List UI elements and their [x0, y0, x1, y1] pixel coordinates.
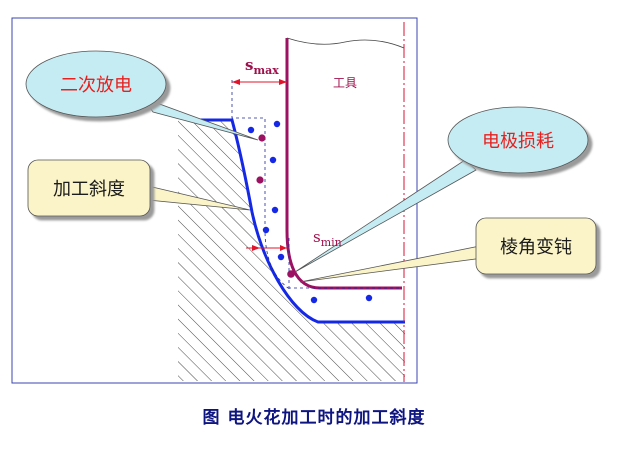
particle	[271, 206, 279, 214]
s-max-arrow-left	[232, 79, 240, 85]
callout-bubble-electrode-wear	[447, 106, 589, 174]
s-min-base: s	[313, 228, 321, 246]
callout-pointer-electrode-wear	[294, 159, 477, 273]
particle	[273, 120, 281, 128]
s-min-sub: min	[320, 236, 342, 249]
workpiece-profile-line	[200, 118, 405, 324]
tool-break-line	[286, 37, 405, 49]
tool-electrode-outline	[285, 38, 402, 290]
callout-bubble-secondary-discharge	[25, 50, 167, 118]
callout-box-machining-taper	[27, 159, 151, 217]
particle	[287, 270, 295, 278]
s-max-sub: max	[253, 64, 279, 77]
s-max-base: s	[245, 56, 254, 74]
workpiece-hatch	[178, 120, 405, 381]
particle	[247, 126, 255, 134]
particle	[258, 134, 266, 142]
label-s-min: smin	[313, 228, 342, 249]
s-min-arrow-left	[252, 245, 260, 251]
particle	[310, 296, 318, 304]
particle	[365, 294, 373, 302]
callout-box-edge-rounding	[475, 217, 597, 275]
particle	[256, 176, 264, 184]
s-max-arrow-right	[279, 79, 287, 85]
particle	[277, 253, 285, 261]
figure-caption: 图 电火花加工时的加工斜度	[202, 408, 426, 428]
s-min-arrow-right	[280, 245, 287, 251]
gap-dashed-outline	[231, 80, 289, 289]
particle	[269, 156, 277, 164]
particle	[262, 226, 270, 234]
label-tool: 工具	[333, 76, 358, 90]
label-s-max: smax	[245, 56, 279, 77]
